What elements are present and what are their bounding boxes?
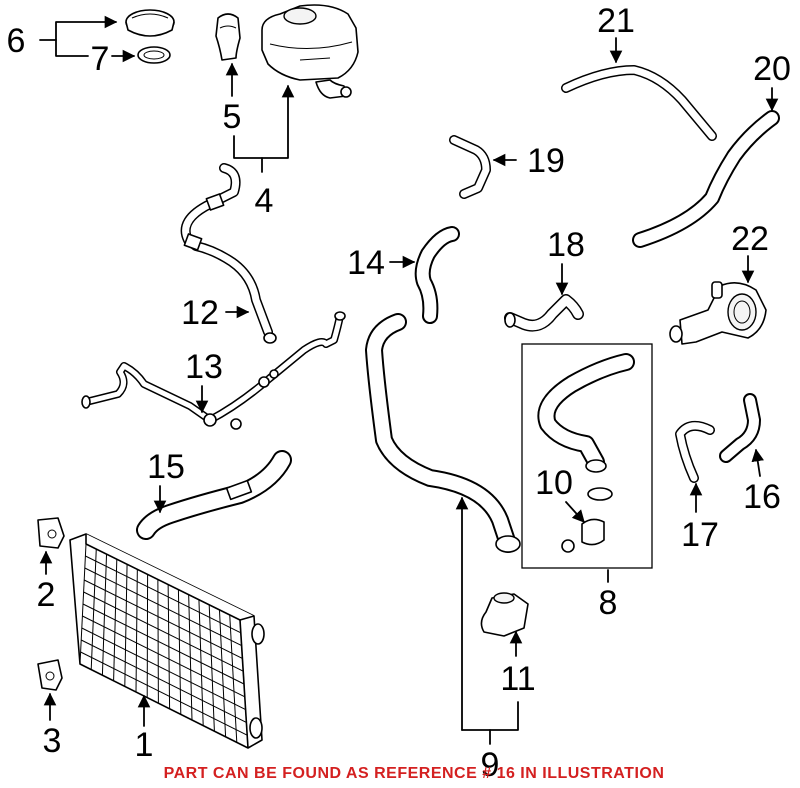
radiator-tube	[80, 651, 248, 736]
upper-hose	[414, 226, 460, 324]
callout-12: 12	[181, 294, 219, 332]
small-elbow-hose	[504, 294, 584, 332]
hose-connector	[561, 487, 613, 553]
callout-2: 2	[37, 576, 56, 614]
return-hose	[561, 65, 717, 141]
water-outlet-fitting	[480, 592, 529, 637]
lower-hose	[537, 353, 635, 473]
callout-3: 3	[43, 722, 62, 760]
callout-6: 6	[7, 22, 26, 60]
radiator-tube	[83, 591, 244, 672]
cap-seal-ring	[137, 46, 171, 64]
thermostat-housing	[669, 281, 767, 345]
radiator-tube	[83, 579, 243, 659]
callout-14: 14	[347, 244, 385, 282]
coolant-pipe	[81, 311, 346, 430]
radiator-inlet-hose	[632, 110, 780, 248]
callout-18: 18	[547, 226, 585, 264]
small-hose-17	[675, 420, 715, 483]
callout-21: 21	[597, 2, 635, 40]
heater-hose	[180, 163, 277, 344]
callout-15: 15	[147, 448, 185, 486]
callout-1: 1	[135, 726, 154, 764]
radiator-tube	[81, 627, 246, 711]
callout-9: 9	[481, 746, 500, 784]
radiator-mount-upper	[37, 517, 65, 549]
callout-20: 20	[753, 50, 791, 88]
callout-17: 17	[681, 516, 719, 554]
callout-11: 11	[500, 660, 535, 698]
radiator-tube	[85, 555, 242, 634]
callout-10: 10	[535, 464, 573, 502]
intercooler-hose	[136, 450, 292, 540]
radiator-mount-lower	[37, 659, 63, 691]
callout-22: 22	[731, 220, 769, 258]
footer-note: PART CAN BE FOUND AS REFERENCE # 16 IN I…	[164, 765, 665, 782]
callout-19: 19	[527, 142, 565, 180]
radiator-tube	[82, 615, 246, 698]
radiator-tube	[84, 567, 242, 647]
part-8-group-box	[521, 343, 653, 569]
callout-7: 7	[91, 40, 110, 78]
leader-lines	[39, 15, 779, 745]
callout-8: 8	[599, 584, 618, 622]
callout-16: 16	[743, 478, 781, 516]
expansion-tank	[261, 4, 359, 99]
small-hose	[215, 13, 241, 61]
radiator	[69, 533, 265, 749]
callout-5: 5	[223, 98, 242, 136]
callout-4: 4	[255, 182, 274, 220]
radiator-outlet-hose	[365, 313, 521, 553]
radiator-tube	[80, 639, 247, 723]
radiator-tube	[82, 603, 245, 685]
reservoir-cap	[125, 9, 175, 37]
small-hose-16	[719, 393, 761, 463]
callout-13: 13	[185, 348, 223, 386]
bypass-hose	[449, 135, 491, 199]
